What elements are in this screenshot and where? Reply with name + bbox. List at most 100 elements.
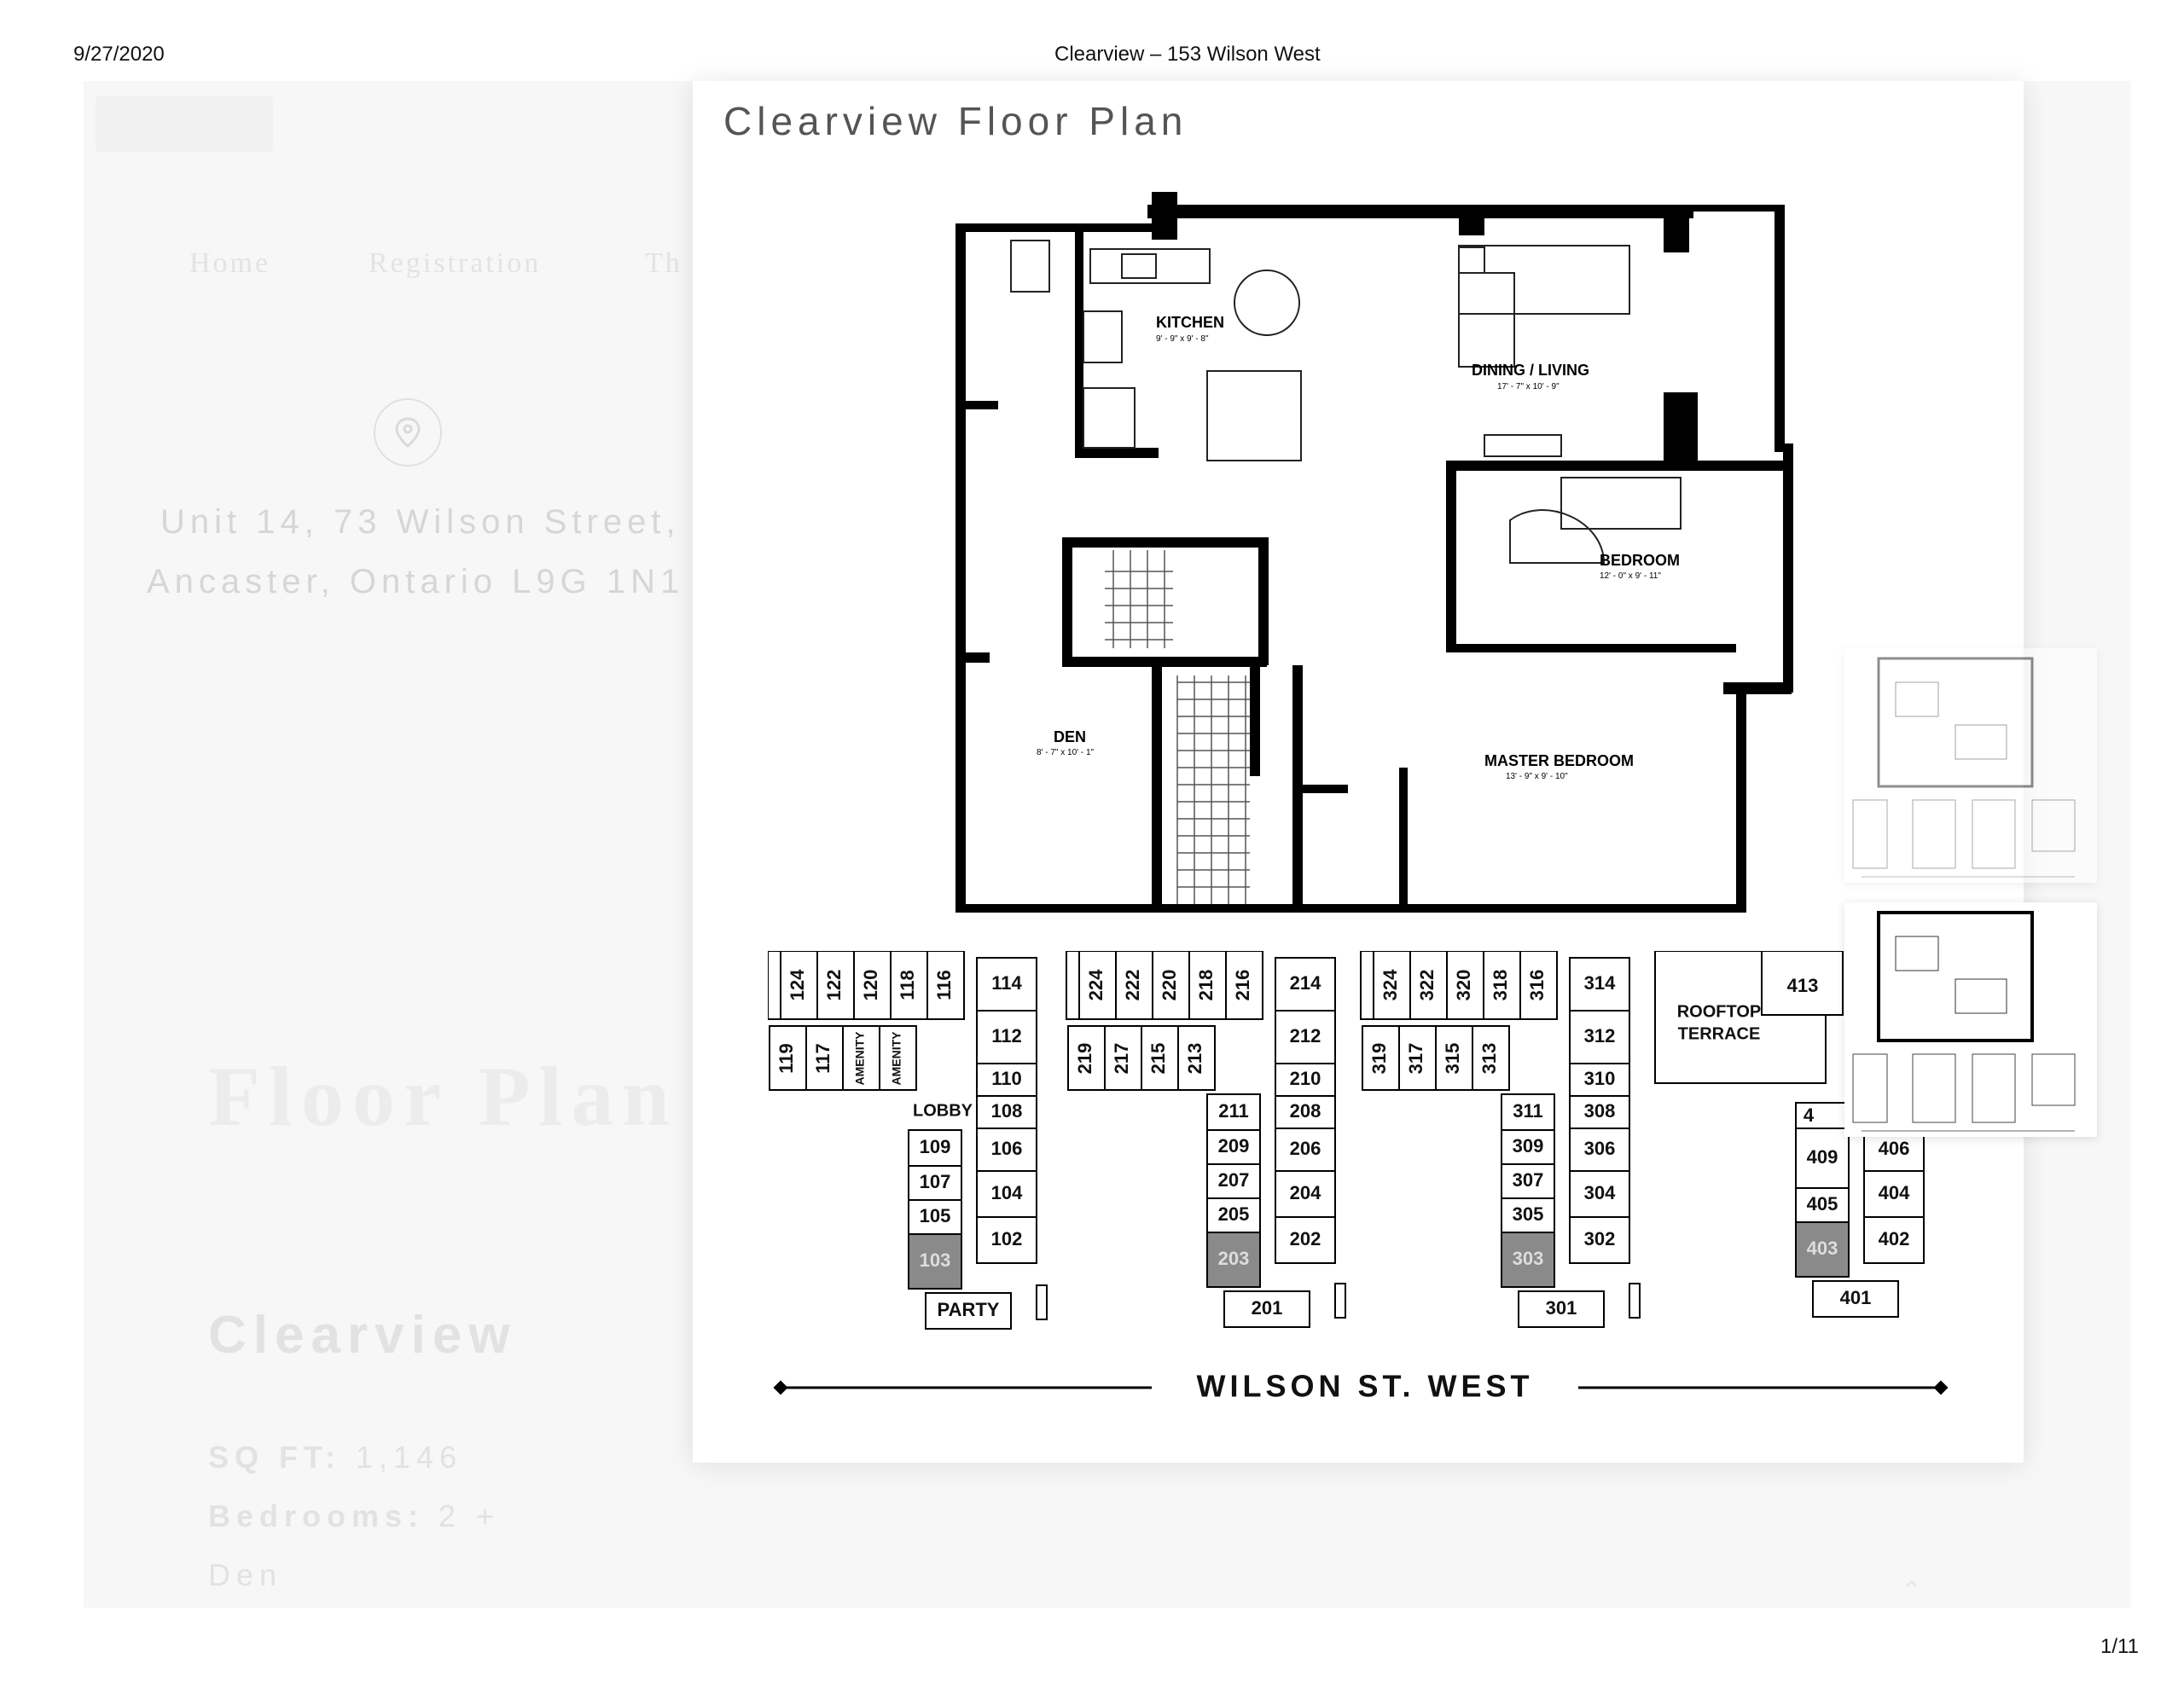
thumbnail-2[interactable] xyxy=(1844,902,2097,1137)
floorplan-image: KITCHEN DINING / LIVING BEDROOM DEN MAST… xyxy=(956,192,1793,913)
unit-label-209: 209 xyxy=(1218,1135,1250,1157)
unit-label-401: 401 xyxy=(1840,1287,1872,1308)
room-master-bedroom: MASTER BEDROOM xyxy=(1484,752,1634,769)
bedrooms-value: 2 + xyxy=(439,1499,501,1533)
unit-110 xyxy=(976,1063,1037,1097)
unit-215-2 xyxy=(1141,1025,1179,1091)
unit-218 xyxy=(1188,951,1227,1020)
nav-home[interactable]: Home xyxy=(189,247,271,279)
unit-302 xyxy=(1569,1216,1630,1264)
unit-106 xyxy=(976,1128,1037,1172)
unit-label-316: 316 xyxy=(1526,970,1548,1001)
wall-stub xyxy=(1066,951,1080,1020)
unit-label-308: 308 xyxy=(1584,1100,1616,1122)
unit-label-413: 413 xyxy=(1787,975,1819,996)
chevron-up-icon[interactable]: ⌃ xyxy=(1901,1577,1923,1605)
terrace-label-2: TERRACE xyxy=(1678,1024,1761,1043)
wall-stub xyxy=(768,951,781,1020)
unit-label-404: 404 xyxy=(1879,1182,1910,1203)
unit-322 xyxy=(1409,951,1448,1020)
unit-label-220: 220 xyxy=(1159,970,1180,1001)
unit-108 xyxy=(976,1095,1037,1129)
unit-312 xyxy=(1569,1010,1630,1064)
room-kitchen-dims: 9' - 9" x 9' - 8" xyxy=(1156,334,1209,344)
unit-label-302: 302 xyxy=(1584,1228,1616,1249)
unit-label-213-3: 213 xyxy=(1184,1043,1205,1075)
unit-label-105: 105 xyxy=(920,1205,951,1226)
floorplan-walls xyxy=(956,192,1793,913)
unit-label-112: 112 xyxy=(991,1025,1022,1046)
unit-label-215-2: 215 xyxy=(1147,1043,1169,1075)
terrace-label-1: ROOFTOP xyxy=(1677,1002,1762,1021)
wall-stub xyxy=(1036,1284,1048,1320)
unit-label-120: 120 xyxy=(860,970,881,1001)
unit-311 xyxy=(1501,1093,1555,1131)
unit-304 xyxy=(1569,1170,1630,1218)
unit-label-106: 106 xyxy=(991,1138,1023,1159)
unit-label-318: 318 xyxy=(1490,970,1511,1001)
unit-label-210: 210 xyxy=(1290,1068,1321,1089)
bedrooms-row: Bedrooms: 2 + xyxy=(208,1499,500,1534)
unit-205 xyxy=(1206,1197,1261,1233)
unit-label-218: 218 xyxy=(1195,970,1217,1001)
unit-label-116: 116 xyxy=(933,970,955,1000)
street-label-bg xyxy=(1152,1369,1578,1406)
model-name: Clearview xyxy=(208,1306,517,1365)
unit-117-1 xyxy=(805,1025,844,1091)
nav-registration[interactable]: Registration xyxy=(369,247,542,279)
room-dining-living-dims: 17' - 7" x 10' - 9" xyxy=(1497,382,1560,391)
unit-label-119-0: 119 xyxy=(775,1043,797,1074)
unit-413 xyxy=(1761,951,1844,1016)
unit-209 xyxy=(1206,1129,1261,1165)
unit-label-310: 310 xyxy=(1584,1068,1616,1089)
unit-label-122: 122 xyxy=(823,970,845,1001)
bedrooms-value2: Den xyxy=(208,1557,283,1592)
unit-303 xyxy=(1501,1232,1555,1288)
unit-107 xyxy=(908,1165,962,1201)
unit-219-0 xyxy=(1067,1025,1106,1091)
unit-label-117-1: 117 xyxy=(812,1043,834,1074)
unit-208 xyxy=(1275,1095,1336,1129)
unit-label-320: 320 xyxy=(1453,970,1474,1001)
unit-204 xyxy=(1275,1170,1336,1218)
unit-label-317-1: 317 xyxy=(1405,1043,1426,1075)
unit-320 xyxy=(1446,951,1484,1020)
room-bedroom-dims: 12' - 0" x 9' - 11" xyxy=(1600,571,1661,581)
floorplan-tile-grid xyxy=(1105,550,1250,904)
unit-label-304: 304 xyxy=(1584,1182,1616,1203)
unit-319-0 xyxy=(1362,1025,1400,1091)
unit-116 xyxy=(926,951,965,1020)
unit-label-303: 303 xyxy=(1513,1248,1544,1269)
unit-label-319-0: 319 xyxy=(1368,1043,1390,1075)
thumbnail-1[interactable] xyxy=(1844,648,2097,883)
unit-label-207: 207 xyxy=(1218,1169,1250,1191)
unit-label-bottom: 201 xyxy=(1252,1297,1283,1319)
unit-316 xyxy=(1519,951,1558,1020)
unit-label-203: 203 xyxy=(1218,1248,1250,1269)
unit-label-305: 305 xyxy=(1513,1203,1544,1225)
nav-third[interactable]: Th xyxy=(645,247,682,279)
unit-211 xyxy=(1206,1093,1261,1131)
unit-label-217-1: 217 xyxy=(1111,1043,1132,1075)
unit-103 xyxy=(908,1233,962,1290)
unit-label-bottom: PARTY xyxy=(938,1299,1000,1320)
unit-label-208: 208 xyxy=(1290,1100,1321,1122)
unit-label-409: 409 xyxy=(1807,1146,1838,1168)
unit-bottom xyxy=(1518,1290,1605,1328)
print-page-number: 1/11 xyxy=(2100,1635,2139,1658)
unit-206 xyxy=(1275,1128,1336,1172)
unit-402 xyxy=(1863,1216,1925,1264)
unit-217-1 xyxy=(1104,1025,1142,1091)
sqft-label: SQ FT: xyxy=(208,1440,341,1475)
unit-label-205: 205 xyxy=(1218,1203,1250,1225)
unit-label-216: 216 xyxy=(1232,970,1253,1001)
unit-bottom xyxy=(1223,1290,1310,1328)
address-line1: Unit 14, 73 Wilson Street, xyxy=(160,503,681,541)
unit-label-307: 307 xyxy=(1513,1169,1544,1191)
unit-label-313-3: 313 xyxy=(1478,1043,1500,1075)
unit-bottom-4 xyxy=(1812,1280,1899,1318)
unit-label-314: 314 xyxy=(1584,972,1616,994)
logo-placeholder xyxy=(96,96,273,152)
unit-label-109: 109 xyxy=(920,1136,951,1157)
room-kitchen: KITCHEN xyxy=(1156,314,1224,331)
